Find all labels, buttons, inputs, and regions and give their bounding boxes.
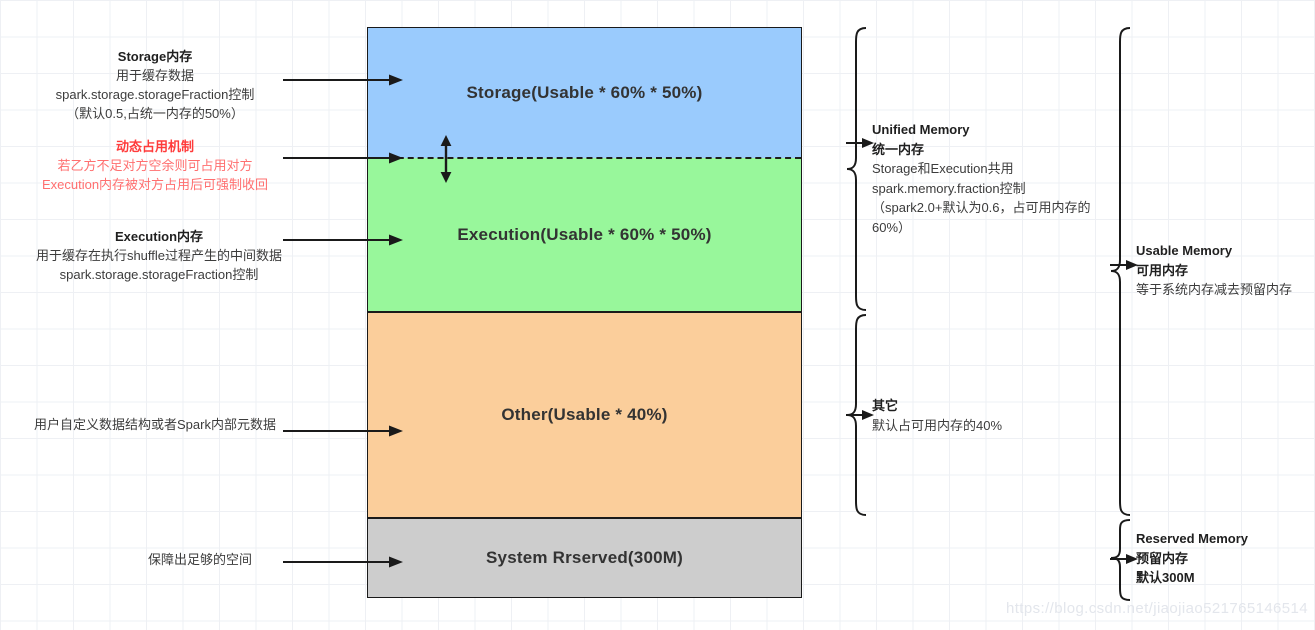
- memory-block-execution-label: Execution(Usable * 60% * 50%): [457, 224, 712, 244]
- note-reserved-memory-line2: 默认300M: [1136, 570, 1195, 585]
- connector-arrow-other: [283, 425, 403, 437]
- note-other: 用户自定义数据结构或者Spark内部元数据: [10, 416, 300, 435]
- note-dynamic-occupancy: 动态占用机制 若乙方不足对方空余则可占用对方 Execution内存被对方占用后…: [10, 138, 300, 195]
- memory-block-storage[interactable]: Storage(Usable * 60% * 50%): [367, 27, 802, 158]
- note-other-brace-heading: 其它: [872, 398, 899, 413]
- connector-arrow-dynamic-occupancy: [283, 152, 403, 164]
- memory-block-other[interactable]: Other(Usable * 40%): [367, 312, 802, 518]
- note-usable-memory-heading: Usable Memory: [1136, 243, 1233, 258]
- note-reserved-memory-heading: Reserved Memory: [1136, 531, 1248, 546]
- memory-block-system-reserved[interactable]: System Rrserved(300M): [367, 518, 802, 598]
- note-storage: Storage内存 用于缓存数据 spark.storage.storageFr…: [10, 48, 300, 123]
- note-unified-memory: Unified Memory 统一内存 Storage和Execution共用 …: [872, 120, 1122, 237]
- note-other-line1: 用户自定义数据结构或者Spark内部元数据: [34, 417, 276, 432]
- note-usable-memory-line2: 等于系统内存减去预留内存: [1136, 282, 1293, 297]
- note-dynamic-occupancy-heading: 动态占用机制: [115, 139, 194, 154]
- brace-pointer-unified-memory: [846, 138, 874, 148]
- note-dynamic-occupancy-line1: 若乙方不足对方空余则可占用对方: [57, 157, 253, 173]
- note-unified-memory-heading: Unified Memory: [872, 122, 970, 137]
- note-execution: Execution内存 用于缓存在执行shuffle过程产生的中间数据 spar…: [4, 228, 314, 285]
- note-reserved-memory-line1: 预留内存: [1136, 550, 1189, 566]
- brace-pointer-usable-memory: [1110, 260, 1138, 270]
- note-execution-line2: spark.storage.storageFraction控制: [59, 266, 259, 282]
- storage-execution-dashed-divider: [368, 157, 801, 159]
- connector-arrow-system-reserved: [283, 556, 403, 568]
- note-storage-heading: Storage内存: [117, 49, 193, 64]
- watermark: https://blog.csdn.net/jiaojiao5217651465…: [1006, 600, 1309, 617]
- note-storage-line3: （默认0.5,占统一内存的50%）: [66, 105, 244, 121]
- note-unified-memory-line1: 统一内存: [872, 141, 925, 157]
- connector-arrow-execution: [283, 234, 403, 246]
- note-other-brace-line1: 默认占可用内存的40%: [872, 417, 1003, 433]
- note-usable-memory-line1: 可用内存: [1136, 262, 1189, 278]
- memory-block-other-label: Other(Usable * 40%): [501, 405, 668, 424]
- note-unified-memory-line2: Storage和Execution共用: [872, 161, 1014, 176]
- memory-block-system-reserved-label: System Rrserved(300M): [486, 548, 683, 567]
- dynamic-occupancy-double-arrow-icon: [440, 135, 452, 183]
- note-execution-heading: Execution内存: [114, 229, 204, 244]
- note-unified-memory-line5: 60%）: [872, 219, 912, 235]
- brace-unified-memory: [846, 27, 867, 311]
- memory-block-execution[interactable]: Execution(Usable * 60% * 50%): [367, 158, 802, 312]
- connector-arrow-storage: [283, 74, 403, 86]
- brace-usable-memory: [1110, 27, 1131, 516]
- note-system-reserved-line1: 保障出足够的空间: [147, 552, 252, 567]
- note-storage-line2: spark.storage.storageFraction控制: [55, 86, 255, 102]
- brace-pointer-reserved-memory: [1110, 554, 1138, 564]
- note-execution-line1: 用于缓存在执行shuffle过程产生的中间数据: [35, 247, 283, 263]
- note-dynamic-occupancy-line2: Execution内存被对方占用后可强制收回: [41, 176, 269, 192]
- note-system-reserved: 保障出足够的空间: [80, 551, 320, 570]
- memory-block-storage-label: Storage(Usable * 60% * 50%): [466, 83, 703, 102]
- note-unified-memory-line3: spark.memory.fraction控制: [872, 180, 1026, 196]
- note-usable-memory: Usable Memory 可用内存 等于系统内存减去预留内存: [1136, 241, 1311, 300]
- note-reserved-memory: Reserved Memory 预留内存 默认300M: [1136, 529, 1311, 588]
- note-storage-line1: 用于缓存数据: [115, 67, 194, 83]
- note-unified-memory-line4: （spark2.0+默认为0.6，占可用内存的: [872, 200, 1091, 215]
- brace-pointer-other: [846, 410, 874, 420]
- note-other-brace: 其它 默认占可用内存的40%: [872, 396, 1072, 435]
